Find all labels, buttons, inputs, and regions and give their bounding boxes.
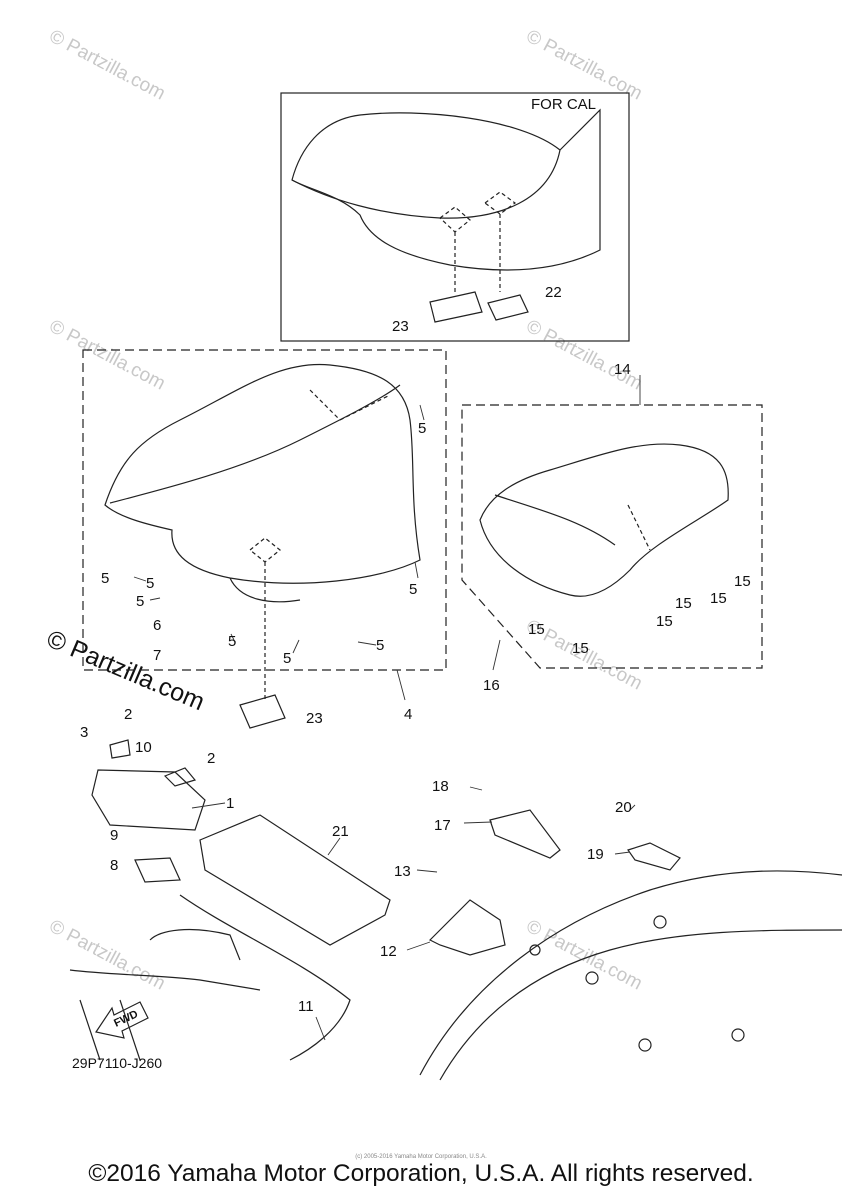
part-number-15: 15 (734, 573, 751, 590)
rear-frame-parts (419, 809, 842, 1081)
inset-label: FOR CAL (531, 96, 596, 113)
copyright-small: (c) 2005-2016 Yamaha Motor Corporation, … (355, 1154, 487, 1160)
part-number-6: 6 (153, 617, 161, 634)
rear-seat-group (461, 404, 763, 669)
part-number-8: 8 (110, 857, 118, 874)
part-number-5: 5 (409, 581, 417, 598)
part-numbers: 1 2 2 3 4 5 5 5 5 5 5 5 5 6 7 8 9 10 11 … (80, 284, 751, 1015)
leader-lines (133, 375, 641, 1041)
part-number-22: 22 (545, 284, 562, 301)
part-number-5: 5 (283, 650, 291, 667)
part-number-5: 5 (228, 633, 236, 650)
part-number-23: 23 (306, 710, 323, 727)
part-number-15: 15 (528, 621, 545, 638)
part-number-12: 12 (380, 943, 397, 960)
part-number-18: 18 (432, 778, 449, 795)
part-number-17: 17 (434, 817, 451, 834)
part-number-3: 3 (80, 724, 88, 741)
part-number-15: 15 (572, 640, 589, 657)
part-number-15: 15 (675, 595, 692, 612)
part-number-5: 5 (418, 420, 426, 437)
part-number-5: 5 (101, 570, 109, 587)
part-number-11: 11 (298, 998, 314, 1015)
part-number-15: 15 (710, 590, 727, 607)
watermark: © Partzilla.com (523, 316, 646, 395)
part-number-7: 7 (153, 647, 161, 664)
part-number-16: 16 (483, 677, 500, 694)
inset-for-cal: FOR CAL (280, 92, 630, 342)
copyright-footer: ©2016 Yamaha Motor Corporation, U.S.A. A… (88, 1160, 754, 1187)
watermark: © Partzilla.com (523, 916, 646, 995)
watermark: © Partzilla.com (46, 916, 169, 995)
part-number-2: 2 (207, 750, 215, 767)
part-number-21: 21 (332, 823, 349, 840)
part-number-1: 1 (226, 795, 234, 812)
part-number-5: 5 (376, 637, 384, 654)
part-number-10: 10 (135, 739, 152, 756)
front-seat-group (82, 349, 447, 729)
part-number-5: 5 (146, 575, 154, 592)
fwd-label: FWD (112, 1008, 140, 1029)
lock-assembly (91, 739, 351, 1061)
diagram-code: 29P7110-J260 (72, 1055, 162, 1071)
part-number-2: 2 (124, 706, 132, 723)
part-number-14: 14 (614, 361, 631, 378)
watermark: © Partzilla.com (46, 26, 169, 105)
watermark: © Partzilla.com (46, 316, 169, 395)
watermarks: © Partzilla.com © Partzilla.com © Partzi… (46, 26, 646, 995)
part-number-5: 5 (136, 593, 144, 610)
part-number-4: 4 (404, 706, 412, 723)
part-number-23: 23 (392, 318, 409, 335)
part-number-20: 20 (615, 799, 632, 816)
part-number-13: 13 (394, 863, 411, 880)
part-number-19: 19 (587, 846, 604, 863)
part-number-15: 15 (656, 613, 673, 630)
part-number-9: 9 (110, 827, 118, 844)
tool-kit (199, 814, 391, 946)
